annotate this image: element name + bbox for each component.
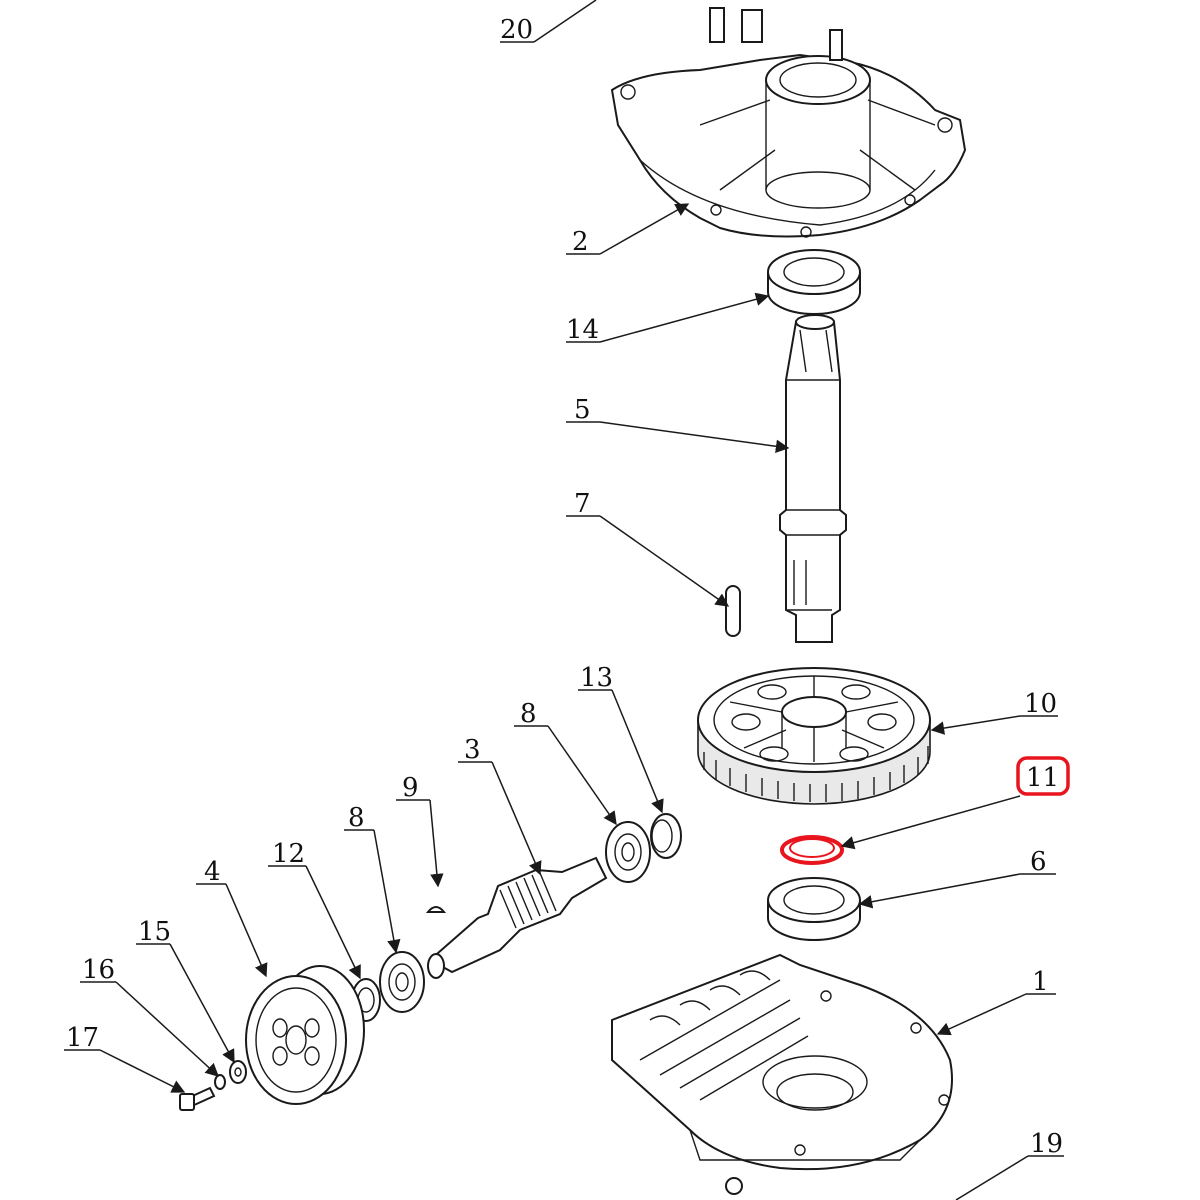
callout-3: 3 — [464, 735, 481, 765]
pulley-part-4 — [245, 965, 365, 1105]
upper-bearing-part-14 — [767, 249, 861, 315]
callout-1: 1 — [1032, 967, 1049, 997]
lower-housing-part-1 — [611, 953, 953, 1195]
part-11-highlight-box — [1016, 756, 1070, 796]
bearing-part-8-upper — [605, 821, 651, 883]
callout-9: 9 — [402, 773, 419, 803]
worm-shaft-part-3 — [427, 856, 608, 979]
callout-15: 15 — [138, 917, 171, 947]
callout-19: 19 — [1030, 1129, 1063, 1159]
callout-17: 17 — [66, 1023, 99, 1053]
callout-6: 6 — [1030, 847, 1047, 877]
callout-10: 10 — [1024, 689, 1057, 719]
leader-lines — [64, 0, 1070, 1200]
callout-7: 7 — [574, 489, 591, 519]
key-part-9 — [425, 906, 447, 913]
bearing-part-8-lower — [379, 951, 425, 1013]
callout-8-upper: 8 — [520, 699, 537, 729]
callout-5: 5 — [574, 395, 591, 425]
callout-12: 12 — [272, 839, 305, 869]
callout-14: 14 — [566, 315, 599, 345]
washer-part-15 — [229, 1060, 247, 1084]
callout-labels: 20 2 14 5 7 13 10 8 3 11 9 6 8 12 4 15 1… — [66, 15, 1063, 1159]
callout-2: 2 — [572, 227, 589, 257]
callout-13: 13 — [580, 663, 613, 693]
callout-20: 20 — [500, 15, 533, 45]
large-gear-part-10 — [697, 667, 931, 805]
ring-part-11 — [780, 835, 844, 865]
callout-16: 16 — [82, 955, 115, 985]
callout-8-lower: 8 — [348, 803, 365, 833]
callout-11: 11 — [1026, 763, 1059, 793]
output-shaft-part-5 — [779, 314, 847, 643]
key-part-7 — [725, 585, 741, 637]
upper-housing-part-2 — [610, 7, 967, 238]
lock-washer-part-16 — [214, 1074, 226, 1090]
lower-bearing-part-6 — [767, 877, 861, 941]
seal-part-13 — [650, 813, 682, 859]
bolt-part-17 — [179, 1086, 216, 1111]
callout-4: 4 — [204, 857, 221, 887]
